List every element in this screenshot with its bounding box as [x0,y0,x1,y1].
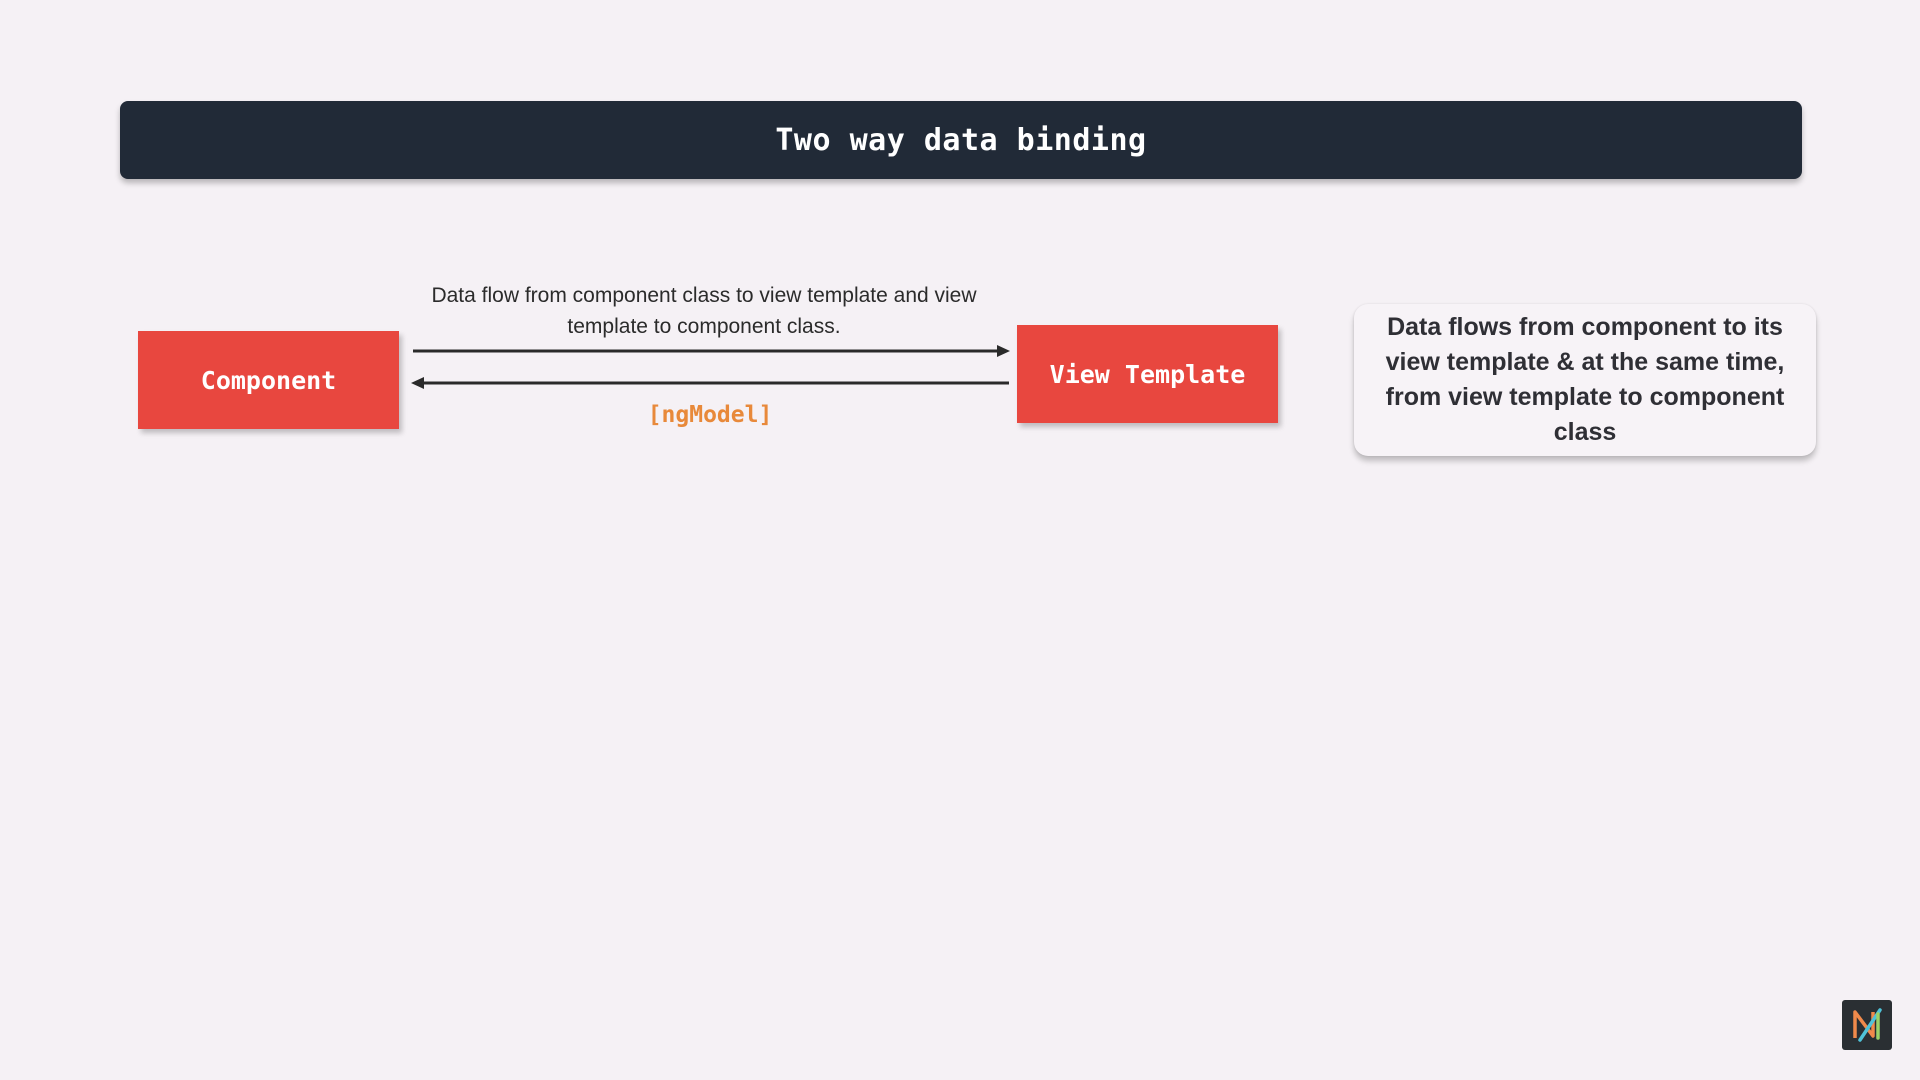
view-template-box-label: View Template [1049,359,1246,389]
note-card: Data flows from component to its view te… [1354,304,1816,456]
forward-arrow [413,345,1010,357]
flow-caption: Data flow from component class to view t… [431,284,977,338]
component-box-label: Component [200,365,337,395]
backward-arrow [411,377,1009,389]
brand-logo-icon [1842,1000,1892,1050]
note-text: Data flows from component to its view te… [1385,313,1785,446]
view-template-box: View Template [1017,325,1278,423]
title-bar: Two way data binding [120,101,1802,179]
slide-title: Two way data binding [775,122,1147,158]
component-box: Component [138,331,399,429]
ngmodel-label: [ngModel] [647,402,773,428]
